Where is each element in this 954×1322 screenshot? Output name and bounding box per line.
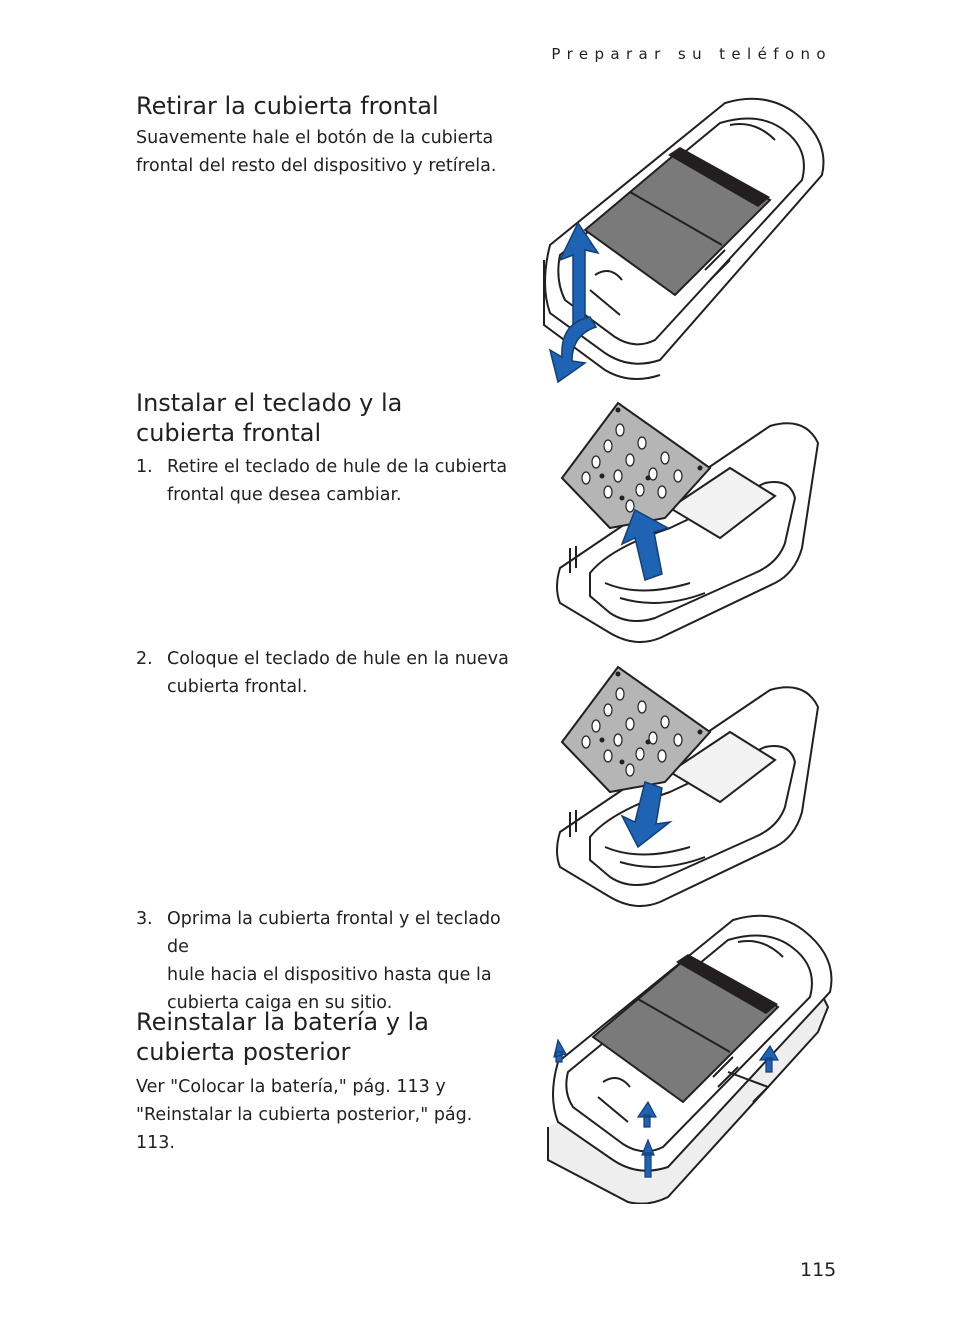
step-text-line: hule hacia el dispositivo hasta que la	[167, 965, 492, 985]
step-text: Retire el teclado de hule de la cubierta…	[167, 453, 521, 509]
keypad-shape	[560, 665, 712, 794]
section-title-line: cubierta posterior	[136, 1038, 351, 1066]
reinstall-battery-text-line: "Reinstalar la cubierta posterior," pág.…	[136, 1105, 473, 1153]
arrow-up	[620, 508, 670, 581]
arrow-curved-down	[548, 316, 598, 384]
remove-cover-text-line: Suavemente hale el botón de la cubierta	[136, 128, 494, 148]
step-text-line: cubierta frontal.	[167, 677, 308, 697]
remove-cover-text-line: frontal del resto del dispositivo y retí…	[136, 156, 497, 176]
step-text-line: cubierta caiga en su sitio.	[167, 993, 393, 1013]
section-title-line: Instalar el teclado y la	[136, 389, 403, 417]
remove-cover-text: Suavemente hale el botón de la cubierta …	[136, 124, 516, 180]
section-title-remove-cover: Retirar la cubierta frontal	[136, 92, 439, 120]
page-number: 115	[800, 1259, 837, 1281]
step-text-line: Oprima la cubierta frontal y el teclado …	[167, 909, 501, 957]
step-number: 1.	[136, 457, 153, 477]
arrow-up	[553, 1038, 567, 1063]
section-title-reinstall-battery: Reinstalar la batería y la cubierta post…	[136, 1007, 429, 1067]
illustration-reinstall-battery	[547, 914, 833, 1204]
step-text: Coloque el teclado de hule en la nueva c…	[167, 645, 521, 701]
illustration-place-keypad	[556, 665, 820, 907]
arrow-up	[636, 1100, 657, 1128]
arrow-down	[620, 781, 673, 849]
keypad-keys	[581, 423, 683, 513]
step-text-line: frontal que desea cambiar.	[167, 485, 402, 505]
keypad-keys	[581, 687, 683, 777]
arrow-up	[758, 1044, 780, 1073]
arrow-up	[558, 221, 600, 328]
reinstall-battery-text-line: Ver "Colocar la batería," pág. 113 y	[136, 1077, 446, 1097]
step-text-line: Retire el teclado de hule de la cubierta	[167, 457, 508, 477]
step-text: Oprima la cubierta frontal y el teclado …	[167, 905, 521, 1017]
keypad-shape	[560, 401, 712, 530]
step-number: 2.	[136, 649, 153, 669]
reinstall-battery-text: Ver "Colocar la batería," pág. 113 y "Re…	[136, 1073, 516, 1157]
section-title-line: Reinstalar la batería y la	[136, 1008, 429, 1036]
illustration-remove-keypad	[556, 401, 820, 643]
step-number: 3.	[136, 909, 153, 929]
section-title-line: cubierta frontal	[136, 419, 322, 447]
illustration-remove-front-cover	[543, 97, 825, 384]
step-text-line: Coloque el teclado de hule en la nueva	[167, 649, 509, 669]
running-header: Preparar su teléfono	[551, 45, 832, 63]
section-title-install-keypad: Instalar el teclado y la cubierta fronta…	[136, 388, 402, 448]
arrow-up	[641, 1138, 655, 1178]
